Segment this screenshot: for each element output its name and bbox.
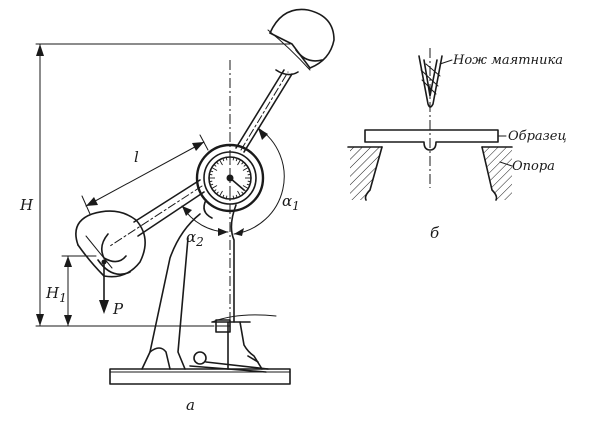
label-alpha1: α1 bbox=[282, 192, 300, 213]
label-specimen: Образец bbox=[508, 129, 567, 144]
label-alpha2: α2 bbox=[186, 228, 204, 249]
dial-tick bbox=[235, 194, 238, 198]
dial-tick bbox=[237, 190, 241, 197]
dial-tick bbox=[242, 167, 249, 171]
dial-tick bbox=[246, 183, 250, 186]
dial-tick bbox=[241, 191, 244, 195]
dial-tick bbox=[211, 167, 218, 171]
dial-tick bbox=[237, 159, 241, 166]
dial-tick bbox=[232, 195, 235, 199]
dial-tick bbox=[243, 164, 247, 167]
label-support: Опора bbox=[512, 159, 555, 174]
label-knife: Нож маятника bbox=[452, 53, 563, 68]
pendulum-knife bbox=[418, 55, 443, 108]
machine-frame bbox=[141, 204, 277, 370]
force-P-arrow bbox=[99, 259, 109, 314]
dial-tick bbox=[235, 158, 238, 162]
dial-tick bbox=[209, 180, 213, 183]
lowered-pendulum bbox=[75, 179, 205, 278]
dial-tick bbox=[219, 190, 223, 197]
view-b: Нож маятника Образец Опора б bbox=[347, 48, 567, 242]
specimen bbox=[364, 129, 499, 151]
right-support bbox=[481, 146, 513, 201]
dial-tick bbox=[225, 157, 228, 161]
dial-tick bbox=[232, 157, 235, 161]
caption-a: а bbox=[186, 396, 195, 414]
specimen-block-a bbox=[215, 319, 231, 333]
dial-tick bbox=[222, 158, 225, 162]
angle-alpha1-arc bbox=[233, 127, 285, 236]
label-H1: H1 bbox=[45, 284, 67, 305]
label-H: H bbox=[19, 196, 34, 214]
dial-tick bbox=[210, 183, 214, 186]
dimension-H1 bbox=[61, 255, 97, 327]
dial-tick bbox=[209, 173, 213, 176]
left-support bbox=[347, 146, 383, 201]
brake-mechanism bbox=[189, 351, 269, 373]
label-P: P bbox=[112, 300, 124, 318]
dial-tick bbox=[213, 164, 217, 167]
dial-tick bbox=[247, 173, 251, 176]
caption-b: б bbox=[430, 224, 440, 242]
view-a: H H1 l α1 bbox=[19, 8, 335, 414]
angle-alpha2-arc bbox=[181, 205, 229, 236]
dial-tick bbox=[216, 191, 219, 195]
support-leader bbox=[499, 161, 513, 167]
dial-tick bbox=[211, 185, 218, 189]
dial-tick bbox=[241, 161, 244, 165]
dial-tick bbox=[213, 189, 217, 192]
dimension-H bbox=[35, 43, 291, 327]
raised-pendulum bbox=[235, 8, 335, 153]
dial-tick bbox=[219, 159, 223, 166]
knife-leader bbox=[439, 59, 453, 65]
dial-tick bbox=[246, 170, 250, 173]
dial-tick bbox=[222, 194, 225, 198]
dimension-l bbox=[81, 134, 209, 215]
dial-scale-ticks bbox=[209, 157, 251, 199]
label-l: l bbox=[134, 148, 139, 166]
dial-tick bbox=[216, 161, 219, 165]
dial-tick bbox=[247, 180, 251, 183]
dial-tick bbox=[225, 195, 228, 199]
dial-tick bbox=[210, 170, 214, 173]
dial-tick bbox=[242, 185, 249, 189]
